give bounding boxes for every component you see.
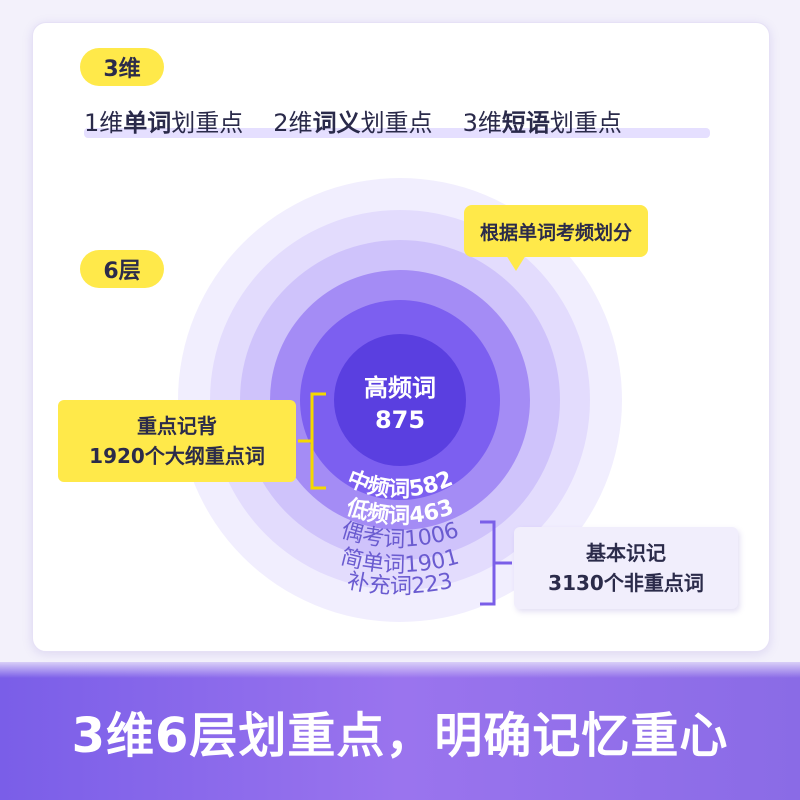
dimension-suffix: 划重点 [549, 108, 622, 137]
dimension-bold: 词义 [312, 108, 361, 137]
bubble-tail [506, 255, 526, 271]
key-words-count: 1920个大纲重点词 [89, 444, 265, 468]
dimension-prefix: 2维 [273, 108, 313, 137]
core-count: 875 [375, 406, 425, 434]
dimension-suffix: 划重点 [171, 108, 244, 137]
core-label: 高频词 [364, 374, 436, 402]
layers-badge: 6层 [80, 250, 164, 288]
basic-words-title: 基本识记 [586, 541, 666, 565]
dimension-bold: 单词 [123, 108, 172, 137]
dimension-prefix: 3维 [462, 108, 502, 137]
dimension-item-3: 3维短语划重点 [463, 103, 622, 138]
basic-words-box: 基本识记 3130个非重点词 [514, 527, 738, 609]
dimension-suffix: 划重点 [360, 108, 433, 137]
footer-banner: 3维6层划重点，明确记忆重心 [0, 662, 800, 800]
dimension-prefix: 1维 [84, 108, 124, 137]
dimension-bold: 短语 [501, 108, 550, 137]
dimensions-row: 1维单词划重点 2维词义划重点 3维短语划重点 [84, 100, 710, 140]
footer-slogan: 3维6层划重点，明确记忆重心 [71, 708, 729, 764]
basic-bracket [480, 520, 512, 606]
core-circle [334, 334, 466, 466]
dimensions-underline [84, 128, 710, 138]
layers-diagram: 高频词 875 中频词582 低频词463 偶考词1006 简单词1901 补充… [178, 178, 622, 622]
dimension-item-1: 1维单词划重点 [84, 103, 243, 138]
key-words-title: 重点记背 [137, 414, 217, 438]
footer-highlight [0, 662, 800, 678]
basic-words-count: 3130个非重点词 [548, 571, 704, 595]
dimension-item-2: 2维词义划重点 [273, 103, 432, 138]
frequency-bubble: 根据单词考频划分 [464, 205, 649, 257]
key-bracket [298, 392, 326, 490]
dimensions-badge: 3维 [80, 48, 164, 86]
key-words-box: 重点记背 1920个大纲重点词 [58, 400, 296, 482]
